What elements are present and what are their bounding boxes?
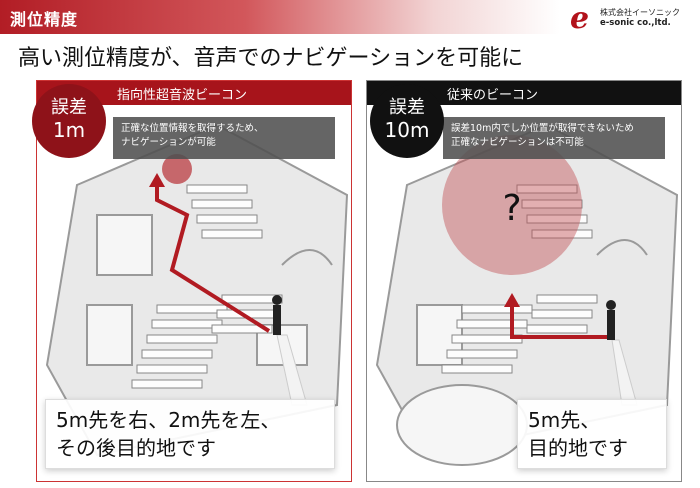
error-badge-right: 誤差 10m bbox=[370, 84, 444, 158]
callout-line: その後目的地です bbox=[56, 436, 216, 460]
badge-value: 10m bbox=[384, 118, 430, 142]
slide-headline: 高い測位精度が、音声でのナビゲーションを可能に bbox=[18, 46, 524, 71]
panel-note-right: 誤差10m内でしか位置が取得できないため 正確なナビゲーションは不可能 bbox=[443, 117, 665, 159]
panel-title-right: 従来のビーコン bbox=[447, 88, 539, 103]
voice-callout-left: 5m先を右、2m先を左、 その後目的地です bbox=[45, 399, 335, 469]
logo-company-en: e-sonic co.,ltd. bbox=[600, 18, 671, 28]
header-band bbox=[0, 0, 700, 34]
company-logo: e 株式会社イーソニック e-sonic co.,ltd. bbox=[570, 1, 690, 36]
callout-line: 5m先を右、2m先を左、 bbox=[56, 408, 281, 432]
note-line: 誤差10m内でしか位置が取得できないため bbox=[451, 123, 634, 134]
question-mark: ? bbox=[502, 188, 521, 229]
panel-title-left: 指向性超音波ビーコン bbox=[117, 88, 248, 103]
panel-directional-beacon: 指向性超音波ビーコン 正確な位置情報を取得するため、 ナビゲーションが可能 bbox=[36, 80, 352, 482]
floor-map-right-illustration: ? bbox=[375, 123, 679, 466]
voice-callout-right: 5m先、 目的地です bbox=[517, 399, 667, 469]
badge-value: 1m bbox=[52, 118, 86, 142]
badge-label: 誤差 bbox=[389, 97, 425, 118]
callout-line: 目的地です bbox=[528, 436, 628, 460]
panel-note-left: 正確な位置情報を取得するため、 ナビゲーションが可能 bbox=[113, 117, 335, 159]
note-line: ナビゲーションが可能 bbox=[121, 137, 216, 148]
callout-line: 5m先、 bbox=[528, 408, 601, 432]
note-line: 正確なナビゲーションは不可能 bbox=[451, 137, 584, 148]
logo-e-icon: e bbox=[570, 1, 590, 36]
badge-label: 誤差 bbox=[51, 97, 87, 118]
section-label: 測位精度 bbox=[10, 10, 79, 29]
note-line: 正確な位置情報を取得するため、 bbox=[121, 123, 264, 134]
logo-company-jp: 株式会社イーソニック bbox=[600, 8, 680, 17]
slide-header: 測位精度 e 株式会社イーソニック e-sonic co.,ltd. bbox=[0, 0, 700, 36]
error-badge-left: 誤差 1m bbox=[32, 84, 106, 158]
